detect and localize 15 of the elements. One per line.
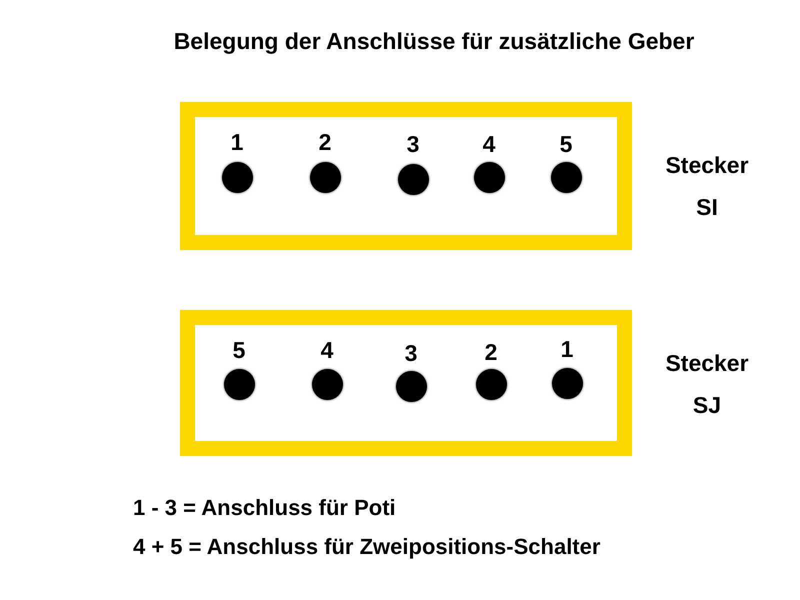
diagram-title: Belegung der Anschlüsse für zusätzliche Geber: [172, 28, 696, 55]
connector-name: Stecker SI: [664, 151, 750, 222]
pin-number: 5: [558, 131, 574, 157]
pin-number: 2: [318, 129, 332, 155]
connector-name: Stecker SJ: [664, 349, 750, 420]
pin-number: 1: [230, 129, 244, 155]
pin-number: 4: [482, 131, 496, 157]
legend-note: 4 + 5 = Anschluss für Zweipositions-Schalter: [133, 533, 600, 561]
legend-note: 1 - 3 = Anschluss für Poti: [133, 494, 396, 522]
pin-number: 3: [406, 131, 420, 157]
pin-number: 1: [560, 336, 574, 362]
pin-number: 4: [320, 337, 334, 363]
pin-number: 3: [404, 340, 418, 366]
pin-number: 5: [232, 337, 246, 363]
pin-number: 2: [484, 339, 498, 365]
